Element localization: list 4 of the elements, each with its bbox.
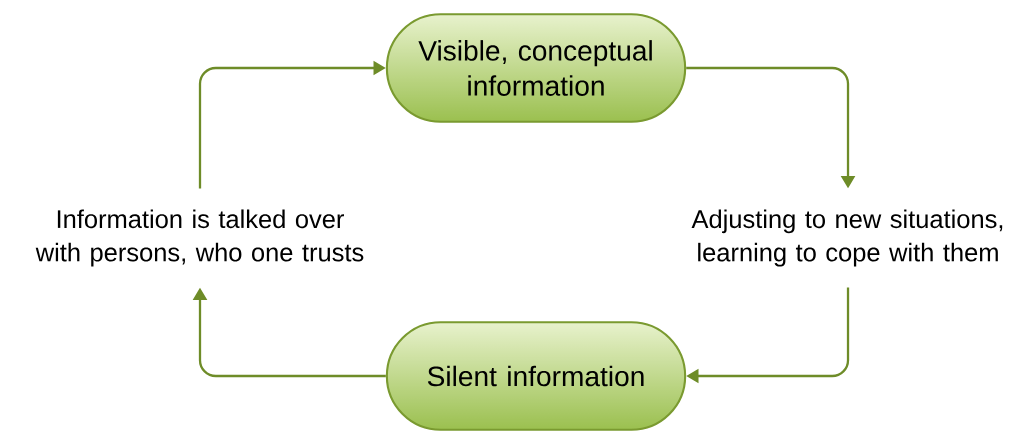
step-text: Information is talked over with persons, who one trusts	[35, 209, 364, 267]
process-pill: Visible, conceptual information	[385, 13, 687, 123]
process-pill: Silent information	[385, 321, 687, 431]
step-text: Adjusting to new situations, learning to cope with them	[691, 209, 1003, 267]
